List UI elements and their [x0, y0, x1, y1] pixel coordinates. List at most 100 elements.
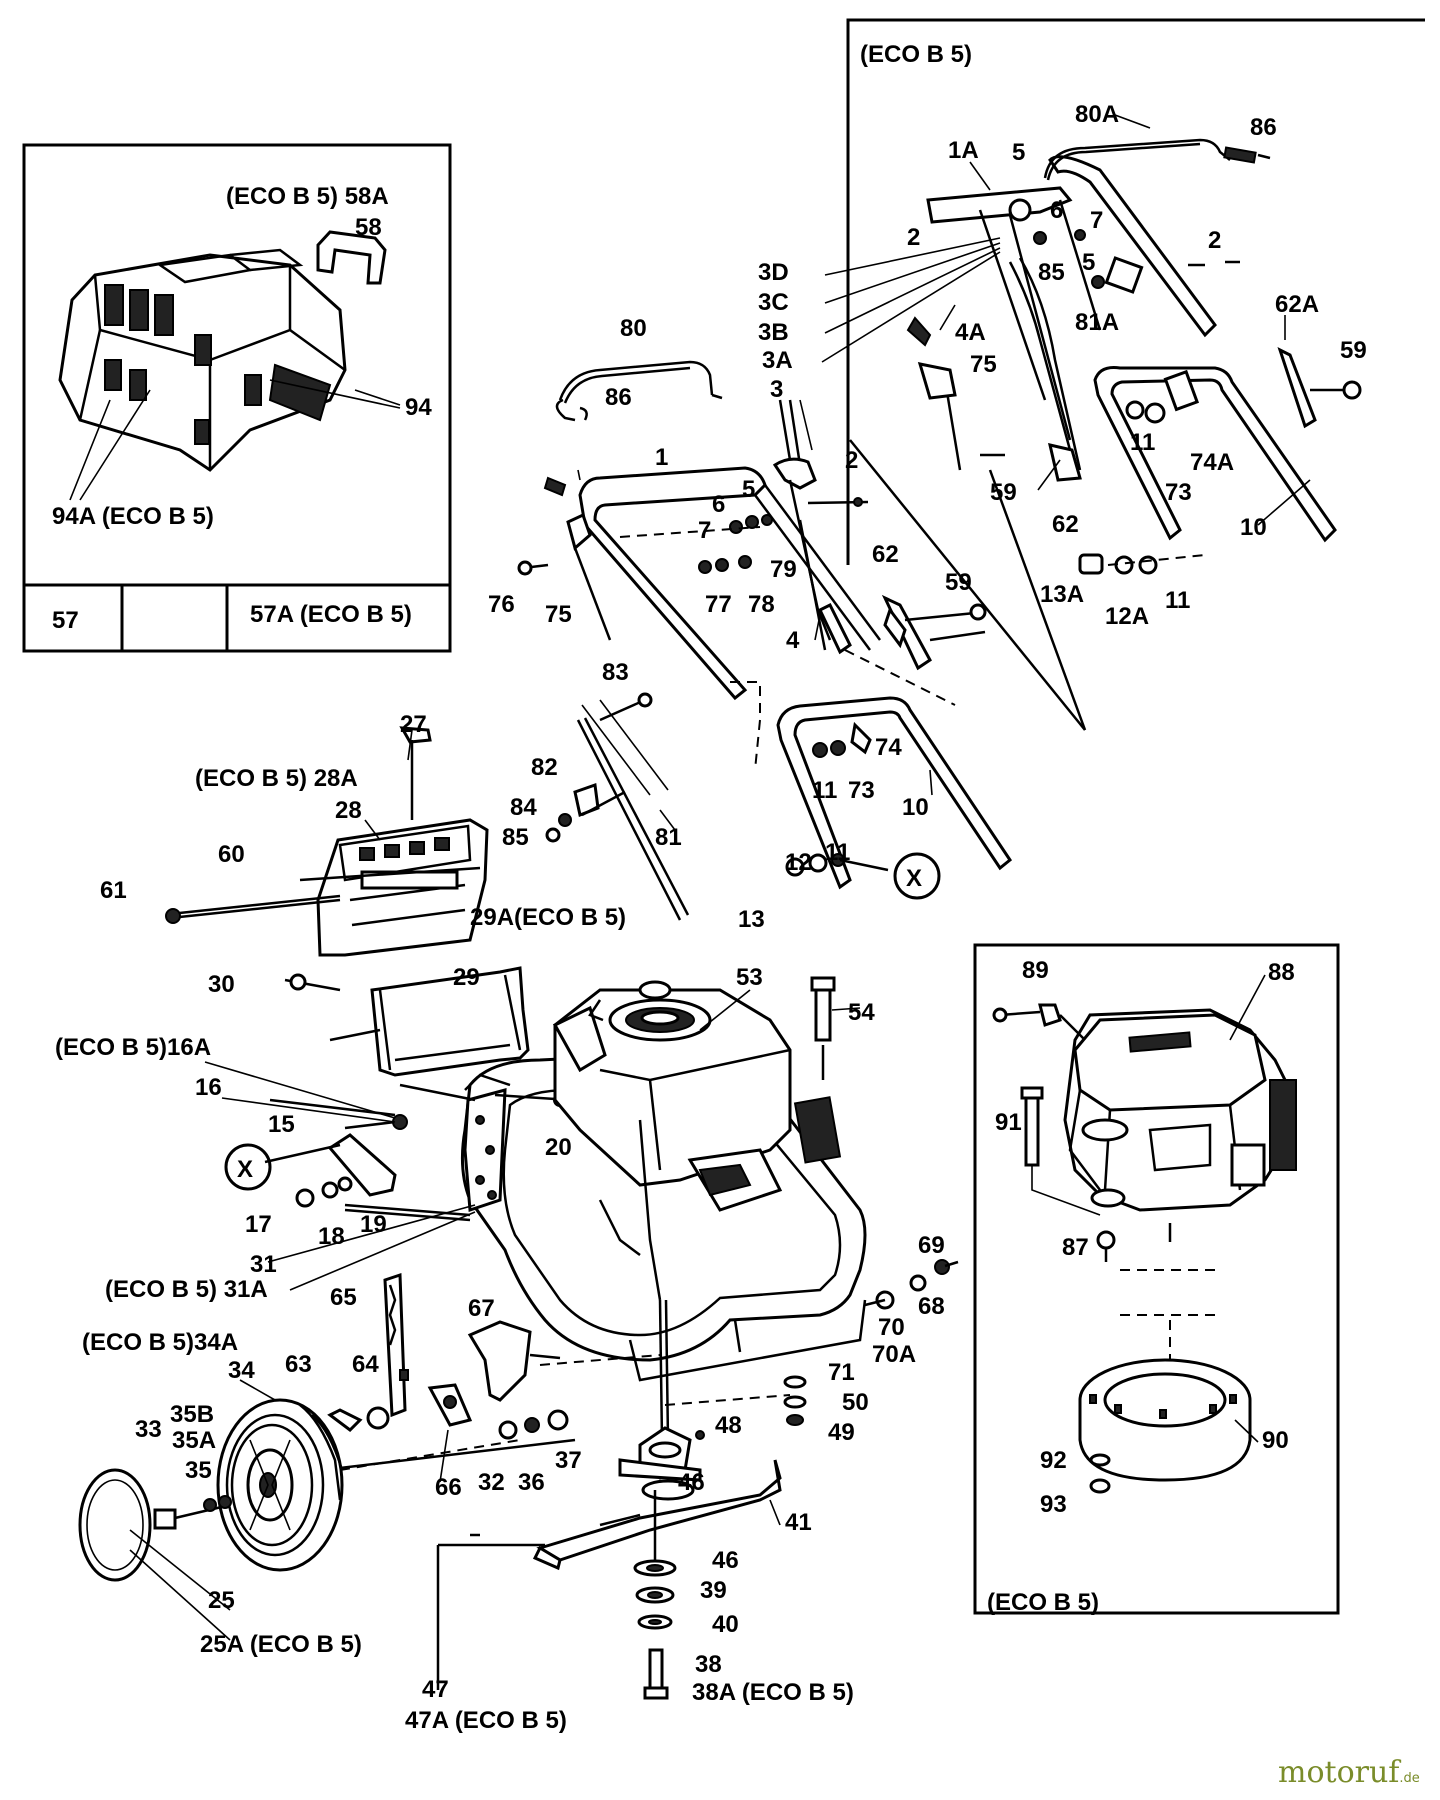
label-94: 94	[405, 394, 432, 421]
label-68: 68	[918, 1293, 945, 1320]
label-94A-ECO: 94A (ECO B 5)	[52, 503, 214, 530]
label-53: 53	[736, 964, 763, 991]
label-60: 60	[218, 841, 245, 868]
label-70A: 70A	[872, 1341, 916, 1368]
label-33: 33	[135, 1416, 162, 1443]
label-11-low: 11	[825, 839, 850, 866]
label-4: 4	[786, 627, 800, 654]
label-93: 93	[1040, 1491, 1067, 1518]
lower-handle-main	[776, 696, 1013, 890]
grass-catcher-bag	[58, 248, 347, 472]
label-6-mid: 6	[712, 491, 725, 518]
label-28: 28	[335, 797, 362, 824]
cable-80	[558, 360, 714, 401]
hubcap-25	[78, 1468, 152, 1582]
label-90: 90	[1262, 1427, 1289, 1454]
label-17: 17	[245, 1211, 272, 1238]
label-11-right: 11	[1165, 587, 1190, 614]
label-ECO-58A: (ECO B 5) 58A	[226, 183, 389, 210]
label-3B: 3B	[758, 319, 789, 346]
label-65: 65	[330, 1284, 357, 1311]
label-57A-ECO: 57A (ECO B 5)	[250, 601, 412, 628]
label-71: 71	[828, 1359, 855, 1386]
label-91: 91	[995, 1109, 1022, 1136]
label-engine-eco: (ECO B 5)	[987, 1589, 1099, 1616]
label-79: 79	[770, 556, 797, 583]
label-92: 92	[1040, 1447, 1067, 1474]
watermark: motoruf.de	[1278, 1755, 1420, 1790]
label-73-top: 73	[1165, 479, 1192, 506]
label-46-low: 46	[712, 1547, 739, 1574]
label-35B: 35B	[170, 1401, 214, 1428]
label-11-mid: 11	[812, 777, 837, 804]
label-78: 78	[748, 591, 775, 618]
label-59-top: 59	[990, 479, 1017, 506]
label-1: 1	[655, 444, 668, 471]
label-81: 81	[655, 824, 682, 851]
label-31: 31	[250, 1251, 277, 1278]
label-7-mid: 7	[698, 517, 711, 544]
label-5-mid: 5	[742, 476, 755, 503]
label-13A: 13A	[1040, 581, 1084, 608]
label-86-top: 86	[1250, 114, 1277, 141]
label-3A: 3A	[762, 347, 793, 374]
label-11-top: 11	[1130, 429, 1155, 456]
engine-variant-inset: (ECO B 5)	[973, 943, 1340, 1616]
label-75-top: 75	[970, 351, 997, 378]
label-38A-ECO: 38A (ECO B 5)	[692, 1679, 854, 1706]
label-73-mid: 73	[848, 777, 875, 804]
label-2-top: 2	[907, 224, 920, 251]
label-88: 88	[1268, 959, 1295, 986]
label-67: 67	[468, 1295, 495, 1322]
upper-handle-eco	[926, 155, 1217, 441]
label-ECO-31A: (ECO B 5) 31A	[105, 1276, 268, 1303]
label-87: 87	[1062, 1234, 1089, 1261]
x-marker-right: X	[906, 865, 922, 892]
label-64: 64	[352, 1351, 379, 1378]
label-80: 80	[620, 315, 647, 342]
label-61: 61	[100, 877, 127, 904]
label-62-top: 62	[1052, 511, 1079, 538]
label-86-mid: 86	[605, 384, 632, 411]
label-3D: 3D	[758, 259, 789, 286]
part-labels: 80A 86 1A 5 6 7 2 2 85 5 3D 3C 3B 3A 3 8…	[55, 101, 1367, 1734]
label-ECO-28A: (ECO B 5) 28A	[195, 765, 358, 792]
label-29: 29	[453, 964, 480, 991]
label-62A: 62A	[1275, 291, 1319, 318]
label-5-right: 5	[1082, 249, 1095, 276]
label-20: 20	[545, 1134, 572, 1161]
label-ECO-34A: (ECO B 5)34A	[82, 1329, 238, 1356]
label-29A-ECO: 29A(ECO B 5)	[470, 904, 626, 931]
label-76: 76	[488, 591, 515, 618]
label-69: 69	[918, 1232, 945, 1259]
label-83: 83	[602, 659, 629, 686]
label-57: 57	[52, 607, 79, 634]
label-80A: 80A	[1075, 101, 1119, 128]
label-85-mid: 85	[502, 824, 529, 851]
label-47A-ECO: 47A (ECO B 5)	[405, 1707, 567, 1734]
label-81A: 81A	[1075, 309, 1119, 336]
bag-handle-part	[316, 230, 387, 285]
label-16: 16	[195, 1074, 222, 1101]
label-70: 70	[878, 1314, 905, 1341]
leader-lines	[129, 114, 1311, 1641]
label-75-mid: 75	[545, 601, 572, 628]
label-ECO-16A: (ECO B 5)16A	[55, 1034, 211, 1061]
label-handle-eco: (ECO B 5)	[860, 41, 972, 68]
grass-bag-inset: (ECO B 5) 58A 58 94 94A (ECO B 5) 57 57A…	[22, 143, 452, 653]
label-13: 13	[738, 906, 765, 933]
label-4A: 4A	[955, 319, 986, 346]
label-12: 12	[785, 849, 812, 876]
label-58: 58	[355, 214, 382, 241]
label-59-mid: 59	[945, 569, 972, 596]
label-89: 89	[1022, 957, 1049, 984]
label-32: 32	[478, 1469, 505, 1496]
label-19: 19	[360, 1211, 387, 1238]
x-marker-left: X	[237, 1156, 253, 1183]
label-38: 38	[695, 1651, 722, 1678]
label-5-top: 5	[1012, 139, 1025, 166]
label-54: 54	[848, 999, 875, 1026]
label-10-mid: 10	[902, 794, 929, 821]
handle-variant-bracket: (ECO B 5)	[846, 18, 1425, 565]
